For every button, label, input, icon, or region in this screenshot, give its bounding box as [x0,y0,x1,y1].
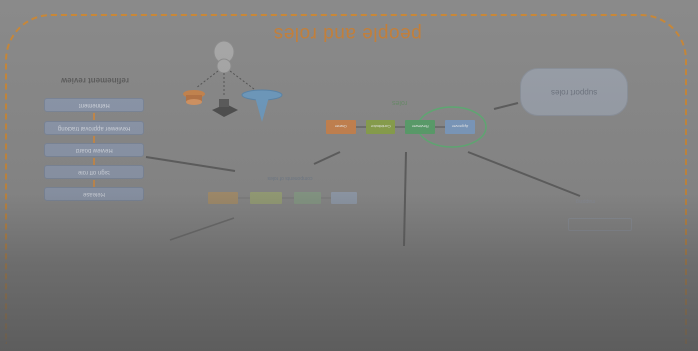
flow-step-contributor: Contributor [366,120,395,134]
roles-label: roles [392,99,408,106]
review-step: Refinement [44,98,144,112]
review-arrow [93,113,95,120]
review-arrow [93,180,95,187]
components-label: components of roles [267,175,313,181]
cube-icon [212,99,238,117]
component-step [208,192,238,204]
review-title: refinement review [60,76,130,85]
component-step [294,192,321,204]
cone-icon [241,89,283,122]
review-arrow [93,136,95,143]
connector-line [229,70,255,90]
review-step: Reviewer approval tracking [44,121,144,135]
connector-line [313,151,341,165]
component-step [250,192,282,204]
connector-line [169,217,235,241]
connector-line [403,151,407,247]
support-roles-node: support roles [520,68,628,116]
component-step [331,192,357,204]
stack-icon [183,90,205,105]
connector-line [145,156,236,172]
connector-line [467,151,581,197]
review-arrow [93,158,95,165]
connector-line [195,70,219,89]
review-step: Review board [44,143,144,157]
mapping-box [568,218,632,231]
connector-line [493,102,519,110]
flow-step-approver: Approver [445,120,475,134]
flow-step-reviewer: Reviewer [405,120,435,134]
flow-step-owner: Owner [326,120,356,134]
review-step: Release [44,187,144,201]
person-icon [213,40,235,74]
mapping-label: mapping [576,198,596,204]
review-step: Sign off role [44,165,144,179]
